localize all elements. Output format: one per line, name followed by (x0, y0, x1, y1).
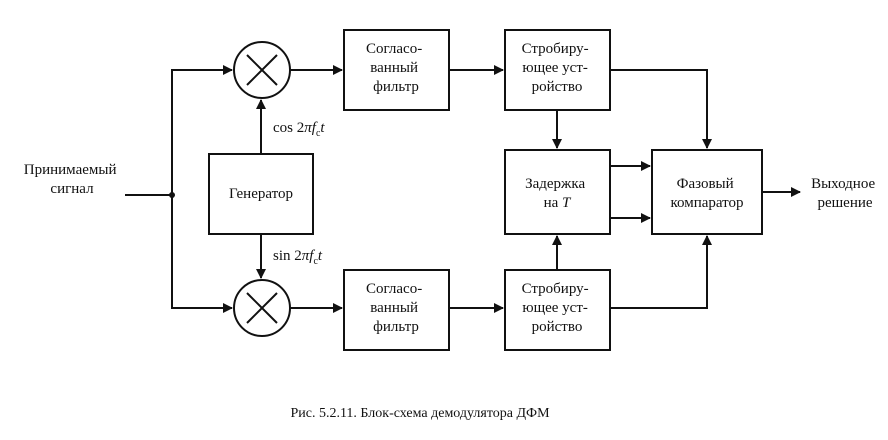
lower-sampler-block (504, 269, 611, 351)
lower-matched-filter-label: Согласо- ванный фильтр (366, 281, 426, 335)
upper-matched-filter-label: Согласо- ванный фильтр (366, 41, 426, 95)
lower-sampler-label: Стробиру- ющее уст- ройство (522, 281, 593, 335)
sin-label: sin 2πfct (273, 248, 323, 267)
input-label: Принимаемый сигнал (24, 162, 120, 197)
generator-block (208, 153, 314, 235)
output-label: Выходное решение (811, 176, 879, 211)
delay-block (504, 149, 611, 235)
generator-label: Генератор (229, 186, 293, 202)
phase-comparator-block (651, 149, 763, 235)
lower-mixer (233, 279, 291, 337)
delay-label: Задержка на T (525, 176, 589, 211)
phase-comparator-label: Фазовый компаратор (670, 176, 743, 211)
input-to-lower-mixer (171, 195, 233, 313)
figure-caption: Рис. 5.2.11. Блок-схема демодулятора ДФМ (290, 406, 550, 421)
upper-mixer (233, 41, 291, 99)
upper-sampler-label: Стробиру- ющее уст- ройство (522, 41, 593, 95)
lower-matched-filter-block (343, 269, 450, 351)
input-to-upper-mixer (171, 65, 233, 195)
upper-matched-filter-block (343, 29, 450, 111)
lower-sampler-to-comparator (610, 235, 712, 309)
cos-label: cos 2πfct (273, 120, 325, 139)
upper-sampler-to-comparator (610, 69, 712, 149)
